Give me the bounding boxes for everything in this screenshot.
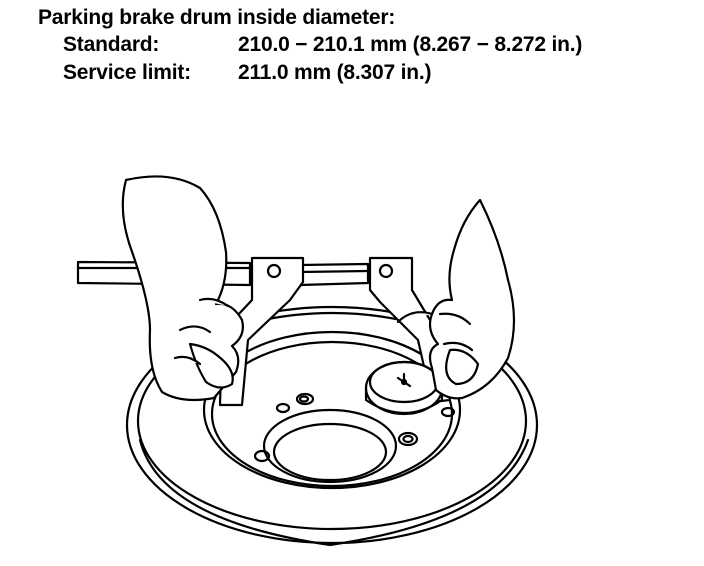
spec-label: Standard: [63, 33, 160, 56]
brake-drum-measurement-illustration [76, 175, 539, 547]
right-hand [396, 198, 516, 400]
spec-block: Parking brake drum inside diameter: Stan… [38, 5, 698, 87]
spec-label: Service limit: [63, 61, 191, 84]
spec-value: 210.0 − 210.1 mm (8.267 − 8.272 in.) [238, 33, 583, 56]
spec-value: 211.0 mm (8.307 in.) [238, 61, 432, 84]
spec-heading: Parking brake drum inside diameter: [38, 6, 396, 29]
spec-row-standard: Standard: 210.0 − 210.1 mm (8.267 − 8.27… [38, 31, 698, 59]
left-hand [121, 175, 244, 402]
spec-row-service-limit: Service limit: 211.0 mm (8.307 in.) [38, 59, 698, 87]
